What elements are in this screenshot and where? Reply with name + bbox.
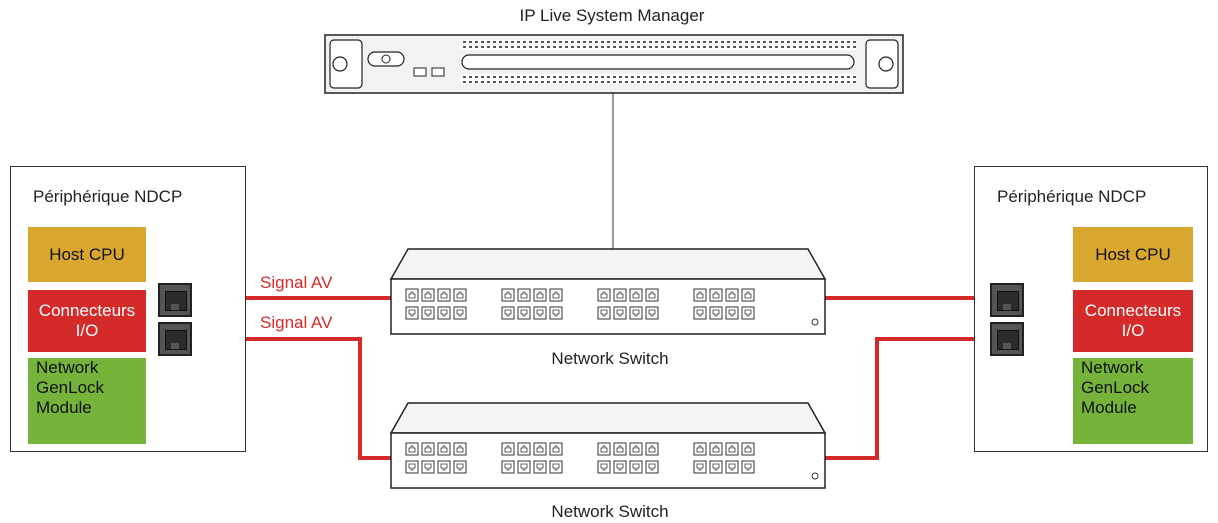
right-io-label-line2: I/O — [1121, 321, 1145, 340]
right-genlock-line3: Module — [1081, 398, 1137, 417]
server-label: IP Live System Manager — [519, 6, 705, 25]
switch-bottom-label: Network Switch — [551, 502, 669, 521]
right-port-1 — [990, 283, 1024, 317]
left-port-1 — [158, 283, 192, 317]
left-io-label-line1: Connecteurs — [38, 301, 136, 320]
right-genlock-module: Network GenLock Module — [1073, 358, 1193, 444]
left-io-label-line2: I/O — [75, 321, 99, 340]
left-genlock-line1: Network — [36, 358, 99, 377]
left-port-2 — [158, 322, 192, 356]
right-genlock-line2: GenLock — [1081, 378, 1150, 397]
right-io-label-line1: Connecteurs — [1084, 301, 1182, 320]
right-genlock-line1: Network — [1081, 358, 1144, 377]
left-io-connectors: Connecteurs I/O — [28, 290, 146, 352]
right-port-2 — [990, 322, 1024, 356]
left-genlock-line3: Module — [36, 398, 92, 417]
right-device-title: Périphérique NDCP — [997, 187, 1147, 206]
left-host-cpu: Host CPU — [28, 227, 146, 282]
switch-top-label: Network Switch — [551, 349, 669, 368]
right-host-cpu-label: Host CPU — [1095, 244, 1171, 264]
signal-label-1: Signal AV — [260, 273, 333, 292]
server-rack-unit — [324, 34, 904, 94]
network-switch-bottom — [389, 402, 827, 489]
right-host-cpu: Host CPU — [1073, 227, 1193, 282]
left-genlock-module: Network GenLock Module — [28, 358, 146, 444]
left-device-title: Périphérique NDCP — [33, 187, 183, 206]
right-io-connectors: Connecteurs I/O — [1073, 290, 1193, 352]
network-switch-top — [389, 248, 827, 335]
signal-label-2: Signal AV — [260, 313, 333, 332]
left-genlock-line2: GenLock — [36, 378, 105, 397]
left-host-cpu-label: Host CPU — [49, 244, 125, 264]
